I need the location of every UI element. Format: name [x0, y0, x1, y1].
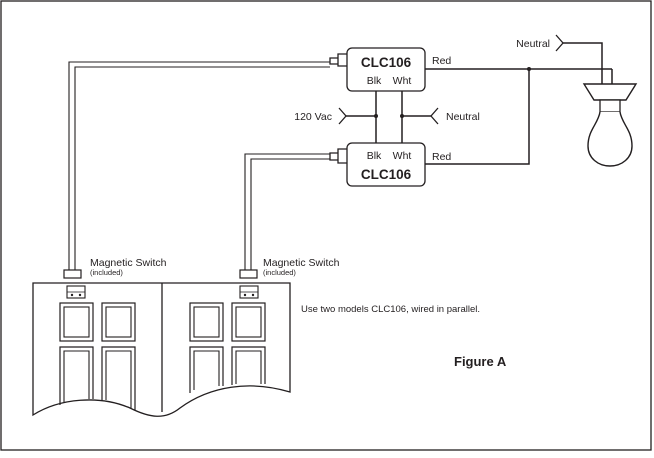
switch-1-note: (included)	[90, 268, 123, 277]
red-label-bottom: Red	[432, 151, 451, 163]
switch-1-label: Magnetic Switch	[90, 257, 167, 269]
door-2-panel-bottom-left	[189, 346, 224, 393]
lamp-bulb	[587, 111, 633, 167]
neutral-top-wire	[563, 42, 603, 84]
cable-2-inner	[250, 158, 330, 270]
red-label-top: Red	[432, 55, 451, 67]
device-terminal-blk-top: Blk	[367, 75, 382, 87]
switch-cable-1	[68, 61, 330, 270]
switch-cable-2	[244, 153, 330, 270]
neutral-top-arrow-icon	[555, 34, 564, 52]
cable-2-outer	[244, 153, 330, 270]
parallel-wiring	[338, 91, 439, 143]
wht-junction-dot	[400, 114, 404, 118]
figure-label: Figure A	[454, 354, 507, 369]
switch-2-note: (included)	[263, 268, 296, 277]
red-output-wiring	[425, 67, 613, 165]
cable-1-inner	[74, 66, 330, 270]
red-junction-dot	[527, 67, 531, 71]
door-1-panel-bottom-left	[59, 346, 94, 405]
wiring-note: Use two models CLC106, wired in parallel…	[301, 304, 480, 315]
magnetic-switch-2-icon	[239, 269, 258, 279]
cable-1-outer	[68, 61, 330, 270]
red-wire-bottom	[425, 69, 530, 165]
lamp-base	[599, 99, 621, 113]
neutral-mid-arrow-icon	[430, 107, 439, 125]
device-model-bottom: CLC106	[361, 167, 412, 182]
lamp-socket	[582, 83, 638, 101]
device-clc106-top: CLC106 Blk Wht	[329, 47, 426, 92]
door-2-panel-bottom-right	[231, 346, 266, 385]
lightbulb-icon	[582, 83, 638, 167]
neutral-mid-label: Neutral	[446, 111, 480, 123]
device-model-top: CLC106	[361, 55, 412, 70]
device-terminal-blk-bottom: Blk	[367, 150, 382, 162]
garage-door-1	[59, 285, 136, 410]
supply-label: 120 Vac	[294, 111, 332, 123]
neutral-top-label: Neutral	[516, 38, 550, 50]
door-1-panel-bottom-right	[101, 346, 136, 410]
device-connector-bottom	[329, 148, 347, 164]
device-terminal-wht-top: Wht	[393, 75, 412, 87]
supply-arrow-icon	[338, 107, 347, 125]
garage-doors	[32, 282, 291, 417]
blk-junction-dot	[374, 114, 378, 118]
device-clc106-bottom: Blk Wht CLC106	[329, 142, 426, 187]
device-terminal-wht-bottom: Wht	[393, 150, 412, 162]
switch-2-label: Magnetic Switch	[263, 257, 340, 269]
magnetic-switch-1-icon	[63, 269, 82, 279]
device-connector-top	[329, 53, 347, 67]
garage-door-2	[189, 285, 266, 393]
neutral-lamp-wiring	[555, 34, 603, 84]
